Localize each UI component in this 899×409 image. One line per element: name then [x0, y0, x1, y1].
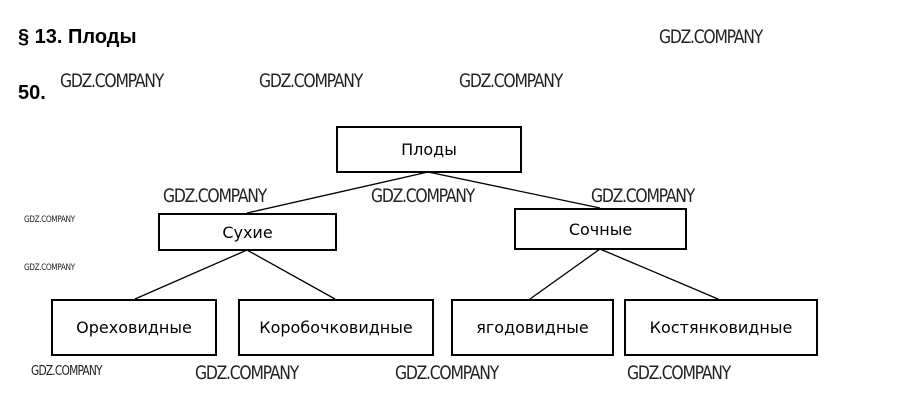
- edge-dry-nut: [134, 249, 248, 300]
- watermark: GDZ.COMPANY: [395, 362, 499, 384]
- edge-dry-capsule: [246, 249, 336, 300]
- watermark: GDZ.COMPANY: [24, 263, 75, 273]
- watermark: GDZ.COMPANY: [459, 70, 563, 92]
- node-juicy: Сочные: [514, 208, 687, 250]
- watermark: GDZ.COMPANY: [31, 364, 103, 379]
- node-capsule-like: Коробочковидные: [238, 299, 434, 356]
- watermark: GDZ.COMPANY: [591, 185, 695, 207]
- edge-juicy-drupe: [599, 248, 719, 300]
- section-heading: § 13. Плоды: [18, 26, 137, 48]
- node-berry-like: ягодовидные: [451, 299, 614, 356]
- edge-root-juicy: [427, 171, 601, 209]
- node-dry: Сухие: [158, 213, 337, 251]
- watermark: GDZ.COMPANY: [163, 185, 267, 207]
- task-number: 50.: [18, 82, 46, 104]
- edge-juicy-berry: [529, 248, 601, 300]
- node-drupe-like: Костянковидные: [624, 299, 818, 356]
- watermark: GDZ.COMPANY: [659, 26, 763, 48]
- node-root: Плоды: [336, 126, 522, 173]
- edge-root-dry: [246, 171, 429, 214]
- watermark: GDZ.COMPANY: [60, 70, 164, 92]
- node-nut-like: Ореховидные: [51, 299, 217, 356]
- watermark: GDZ.COMPANY: [195, 362, 299, 384]
- watermark: GDZ.COMPANY: [371, 185, 475, 207]
- watermark: GDZ.COMPANY: [259, 70, 363, 92]
- watermark: GDZ.COMPANY: [24, 215, 75, 225]
- watermark: GDZ.COMPANY: [627, 362, 731, 384]
